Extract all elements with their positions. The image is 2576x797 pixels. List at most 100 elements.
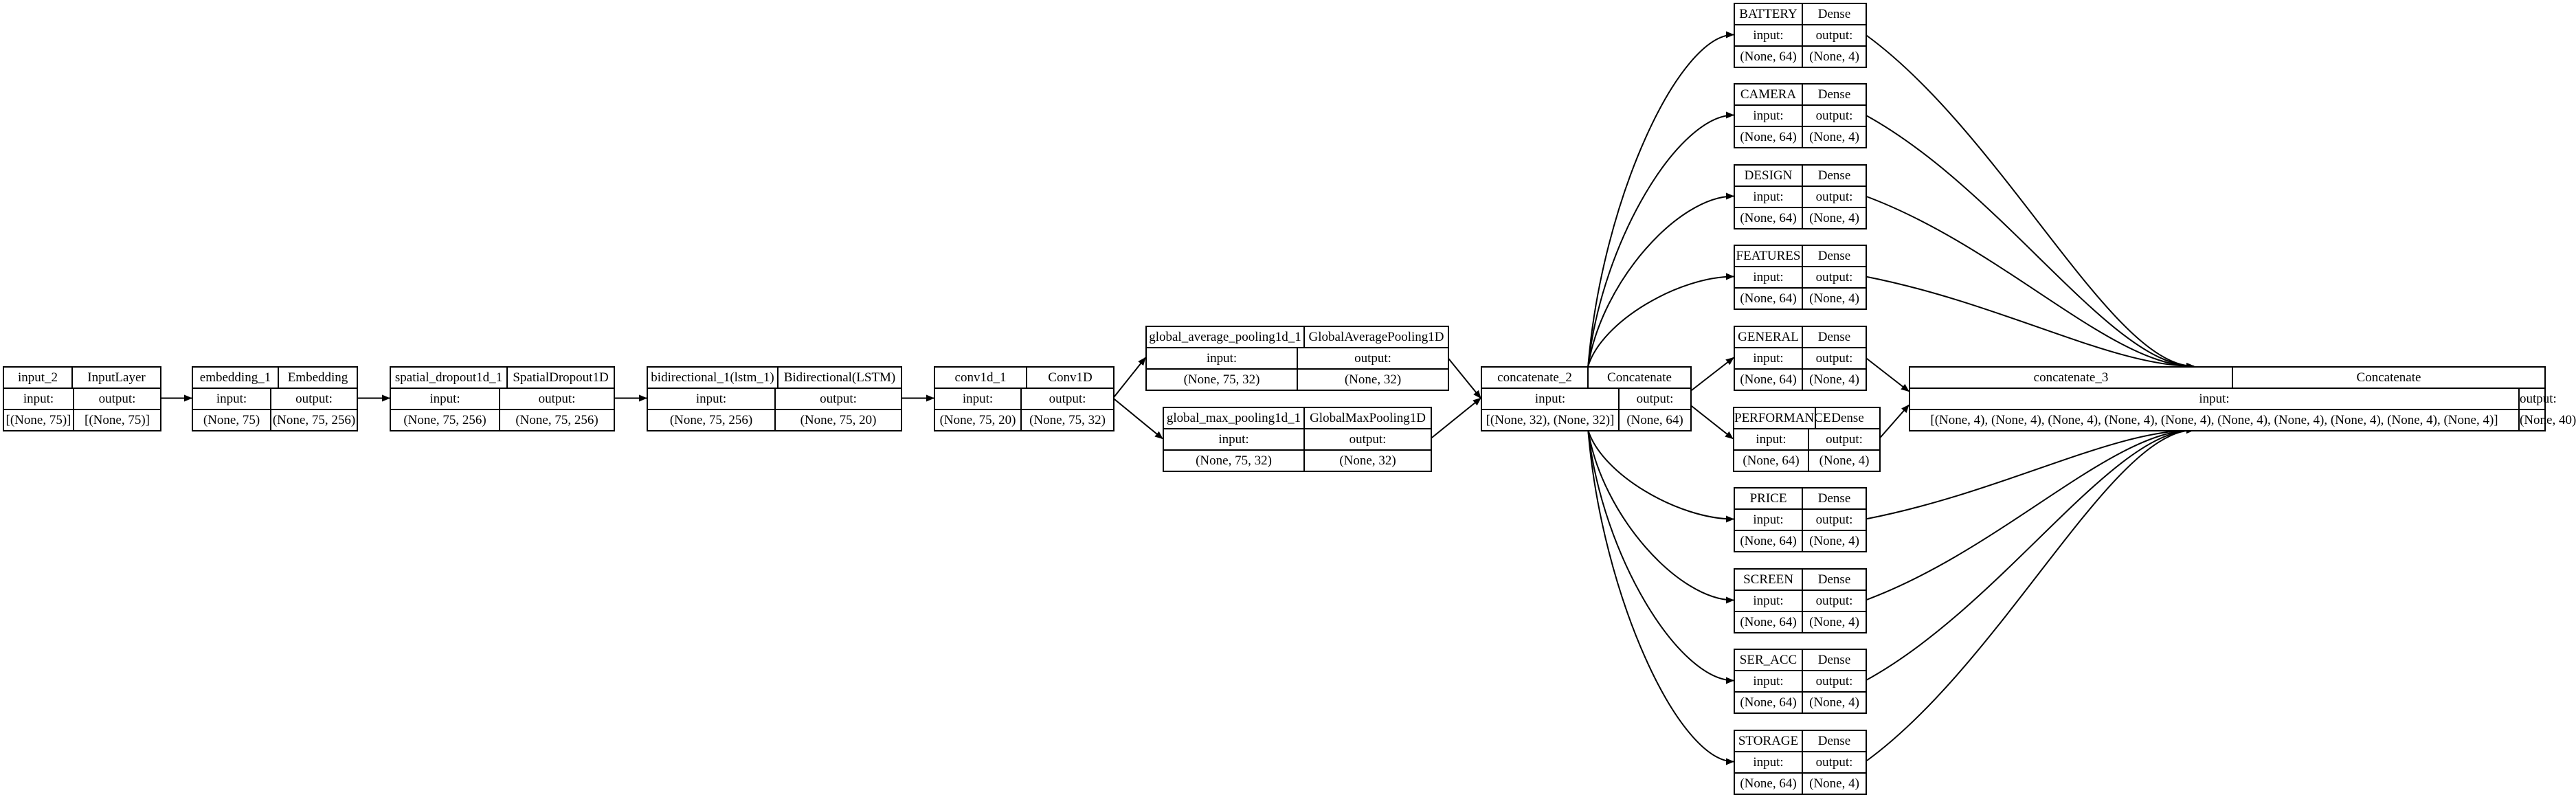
output-shape: (None, 4): [1807, 449, 1881, 472]
output-shape: (None, 64): [1618, 409, 1692, 431]
output-shape: [(None, 75)]: [73, 409, 161, 431]
edge-concatenate-2-to-general: [1690, 357, 1734, 392]
input-label: input:: [1733, 590, 1804, 612]
layer-type: Dense: [1815, 407, 1881, 429]
input-label: input:: [1145, 347, 1298, 370]
input-label: input:: [1733, 186, 1804, 208]
output-label: output:: [1802, 347, 1867, 370]
layer-type: Concatenate: [2232, 366, 2546, 389]
input-label: input:: [1733, 508, 1804, 531]
output-label: output:: [1802, 508, 1868, 531]
output-label: output:: [73, 388, 161, 410]
layer-type: Bidirectional(LSTM): [777, 366, 902, 389]
edge-concatenate-2-to-camera: [1587, 111, 1734, 367]
layer-type: Concatenate: [1587, 366, 1692, 389]
edge-screen-to-concatenate-3: [1865, 427, 2195, 601]
input-shape: (None, 75, 256): [390, 409, 500, 431]
layer-node-bidirectional-1: bidirectional_1(lstm_1)Bidirectional(LST…: [647, 366, 902, 431]
output-label: output:: [1802, 751, 1867, 774]
output-shape: (None, 32): [1303, 449, 1433, 472]
edge-camera-to-concatenate-3: [1865, 114, 2195, 370]
layer-name: input_2: [3, 366, 73, 389]
input-shape: (None, 75, 20): [934, 409, 1022, 431]
layer-name: SCREEN: [1733, 568, 1804, 591]
output-shape: (None, 4): [1802, 287, 1867, 310]
layer-type: Dense: [1802, 164, 1868, 187]
output-label: output:: [1802, 24, 1868, 47]
output-shape: (None, 4): [1802, 611, 1868, 633]
layer-type: Dense: [1802, 487, 1868, 510]
layer-name: bidirectional_1(lstm_1): [647, 366, 779, 389]
output-shape: (None, 4): [1802, 691, 1868, 714]
input-label: input:: [390, 388, 500, 410]
output-label: output:: [1296, 347, 1450, 370]
layer-type: Dense: [1802, 326, 1867, 348]
edge-global-max-pooling1d-1-to-concatenate-2: [1430, 397, 1481, 440]
output-shape: (None, 4): [1802, 126, 1868, 148]
output-shape: (None, 75, 256): [270, 409, 358, 431]
output-shape: (None, 75, 32): [1020, 409, 1115, 431]
output-shape: (None, 4): [1802, 45, 1868, 68]
input-shape: (None, 64): [1733, 691, 1804, 714]
input-shape: (None, 64): [1733, 530, 1804, 552]
edge-concatenate-2-to-design: [1587, 192, 1734, 367]
input-shape: (None, 64): [1733, 45, 1804, 68]
input-label: input:: [647, 388, 776, 410]
output-shape: (None, 75, 256): [498, 409, 616, 431]
input-shape: (None, 75, 32): [1162, 449, 1306, 472]
edge-concatenate-2-to-ser-acc: [1587, 429, 1734, 684]
input-label: input:: [1481, 388, 1620, 410]
layer-name: conv1d_1: [934, 366, 1027, 389]
edge-concatenate-2-to-features: [1587, 273, 1734, 367]
input-shape: (None, 64): [1733, 611, 1804, 633]
output-shape: (None, 40): [2518, 409, 2576, 431]
layer-name: CAMERA: [1733, 83, 1804, 106]
layer-type: SpatialDropout1D: [506, 366, 616, 389]
layer-type: Dense: [1802, 83, 1868, 106]
edge-ser-acc-to-concatenate-3: [1865, 427, 2195, 682]
layer-name: GENERAL: [1734, 326, 1803, 348]
input-label: input:: [1733, 428, 1809, 451]
input-shape: (None, 75): [192, 409, 271, 431]
layer-name: SER_ACC: [1733, 649, 1804, 671]
input-label: input:: [934, 388, 1022, 410]
edge-conv1d-1-to-global-average-pooling1d-1: [1112, 357, 1146, 399]
input-shape: (None, 64): [1734, 368, 1803, 391]
layer-type: Dense: [1802, 568, 1868, 591]
layer-type: GlobalMaxPooling1D: [1303, 407, 1433, 429]
output-label: output:: [1802, 590, 1868, 612]
layer-name: global_average_pooling1d_1: [1145, 326, 1306, 348]
input-shape: (None, 64): [1733, 126, 1804, 148]
output-label: output:: [270, 388, 358, 410]
layer-type: Conv1D: [1026, 366, 1115, 389]
layer-type: Dense: [1802, 245, 1867, 267]
output-label: output:: [1807, 428, 1881, 451]
edge-concatenate-2-to-storage: [1587, 429, 1734, 765]
edge-design-to-concatenate-3: [1865, 195, 2195, 370]
output-shape: (None, 4): [1802, 772, 1867, 795]
input-label: input:: [1733, 104, 1804, 127]
output-label: output:: [1020, 388, 1115, 410]
output-label: output:: [2518, 388, 2557, 410]
layer-type: GlobalAveragePooling1D: [1303, 326, 1450, 348]
layer-name: PRICE: [1733, 487, 1804, 510]
input-shape: [(None, 75)]: [3, 409, 74, 431]
layer-type: InputLayer: [71, 366, 161, 389]
layer-type: Dense: [1802, 649, 1868, 671]
output-label: output:: [1802, 186, 1868, 208]
edge-concatenate-2-to-screen: [1587, 429, 1734, 604]
